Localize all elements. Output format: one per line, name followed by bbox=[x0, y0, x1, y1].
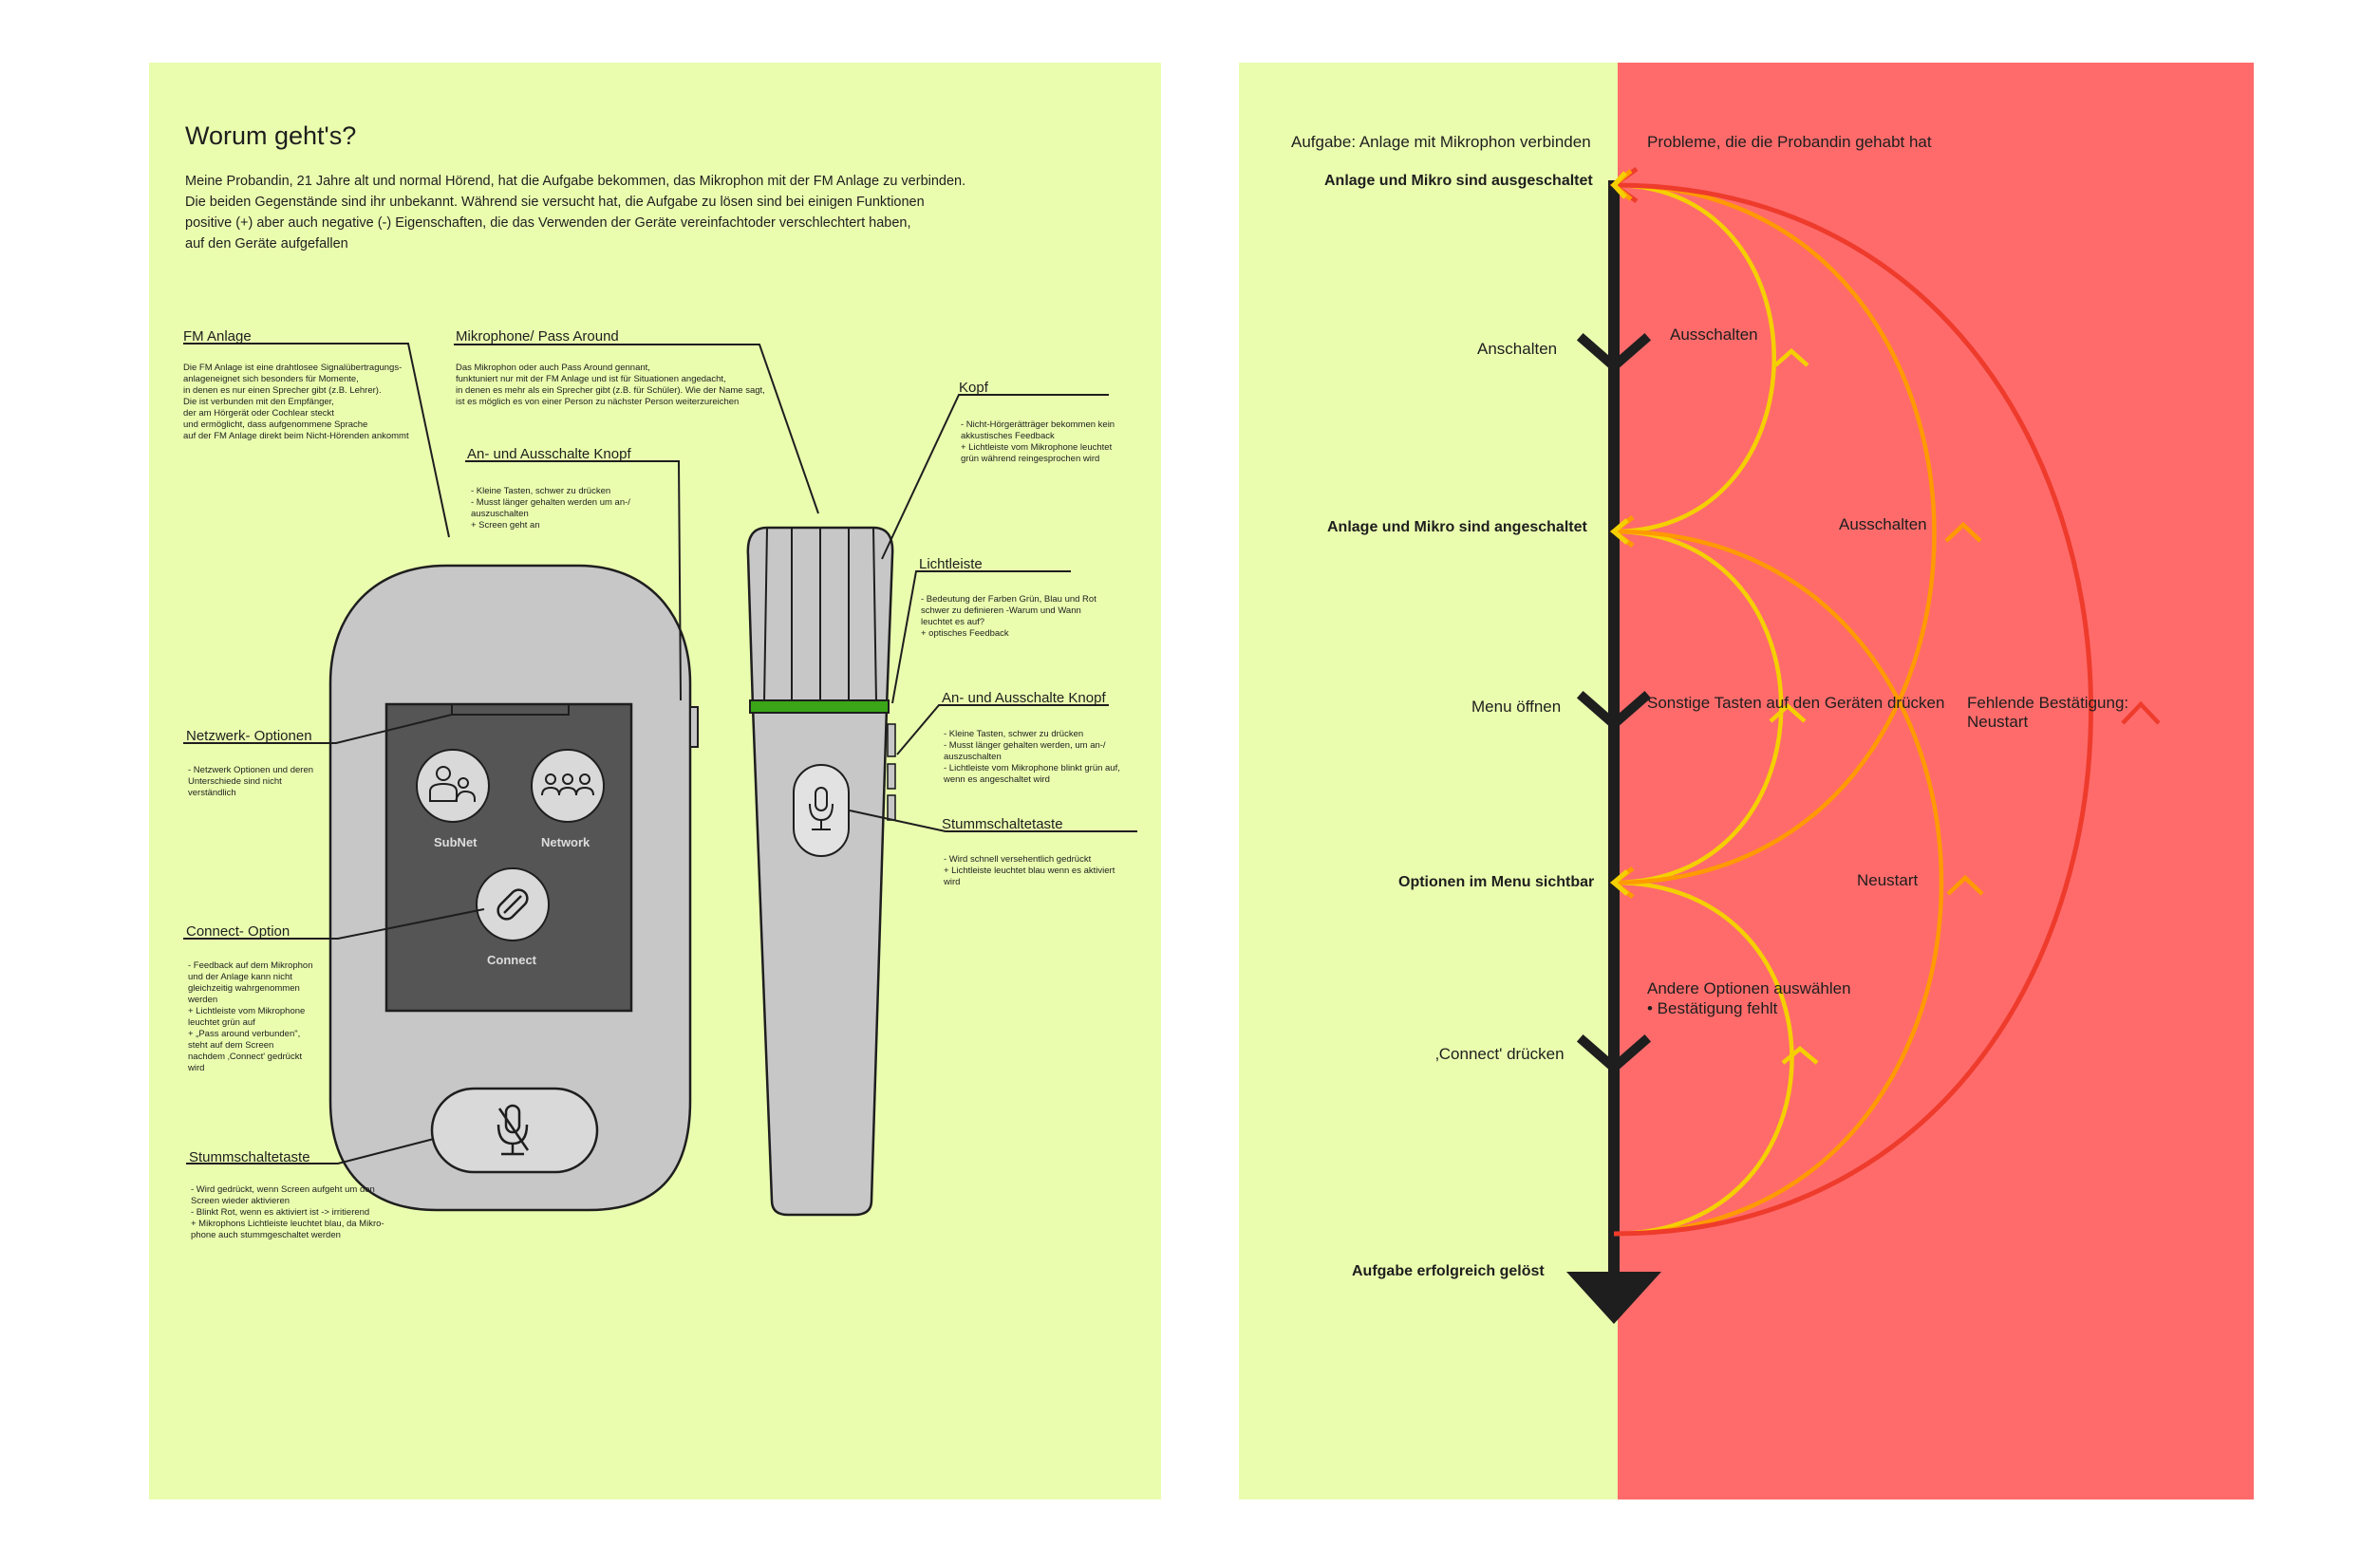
step-start: Anlage und Mikro sind ausgeschaltet bbox=[1324, 173, 1593, 189]
lichtleiste-list: - Bedeutung der Farben Grün, Blau und Ro… bbox=[921, 594, 1096, 639]
fm-anlage-text: Die FM Anlage ist eine drahtlosee Signal… bbox=[183, 363, 409, 441]
step-angeschaltet: Anlage und Mikro sind angeschaltet bbox=[1327, 519, 1587, 535]
problem-ausschalten-2: Ausschalten bbox=[1839, 515, 1927, 533]
problems-panel bbox=[1618, 63, 2254, 1499]
network-icon bbox=[541, 773, 594, 796]
problem-ausschalten-1: Ausschalten bbox=[1670, 326, 1758, 344]
fm-side-button bbox=[689, 706, 699, 748]
fm-anlage-label: FM Anlage bbox=[183, 328, 252, 345]
netzwerk-label: Netzwerk- Optionen bbox=[186, 728, 312, 744]
an-aus-knopf-left-label: An- und Ausschalte Knopf bbox=[467, 446, 631, 462]
mikrophone-label: Mikrophone/ Pass Around bbox=[456, 328, 619, 345]
lichtleiste-label: Lichtleiste bbox=[919, 556, 983, 572]
intro-text: Meine Probandin, 21 Jahre alt und normal… bbox=[185, 174, 966, 251]
problem-sonstige-tasten: Sonstige Tasten auf den Geräten drücken bbox=[1647, 694, 1945, 712]
device-screen bbox=[384, 702, 633, 1013]
mic-head-grille bbox=[763, 528, 877, 703]
stumm-right-label: Stummschaltetaste bbox=[942, 816, 1063, 832]
page-title: Worum geht's? bbox=[185, 121, 357, 150]
step-connect-druecken: ‚Connect' drücken bbox=[1435, 1045, 1565, 1063]
an-aus-knopf-right-label: An- und Ausschalte Knopf bbox=[942, 690, 1106, 706]
problem-andere-optionen: Andere Optionen auswählen • Bestätigung … bbox=[1647, 979, 1851, 1017]
stumm-left-list: - Wird gedrückt, wenn Screen aufgeht um … bbox=[191, 1184, 384, 1240]
problem-neustart: Neustart bbox=[1857, 871, 1919, 889]
connect-screen-label: Connect bbox=[487, 953, 536, 967]
an-aus-knopf-right-list: - Kleine Tasten, schwer zu drücken - Mus… bbox=[944, 729, 1120, 785]
mic-icon bbox=[809, 787, 834, 830]
stumm-left-label: Stummschaltetaste bbox=[189, 1149, 310, 1165]
netzwerk-list: - Netzwerk Optionen und deren Unterschie… bbox=[188, 765, 314, 798]
task-header: Aufgabe: Anlage mit Mikrophon verbinden bbox=[1291, 133, 1591, 151]
mikrophone-text: Das Mikrophon oder auch Pass Around genn… bbox=[456, 363, 765, 407]
stumm-right-list: - Wird schnell versehentlich gedrückt + … bbox=[944, 854, 1115, 887]
step-optionen-sichtbar: Optionen im Menu sichtbar bbox=[1398, 874, 1595, 890]
mic-light-bar bbox=[749, 699, 890, 714]
link-icon bbox=[497, 888, 529, 921]
step-erfolgreich: Aufgabe erfolgreich gelöst bbox=[1352, 1263, 1545, 1279]
problems-header: Probleme, die die Probandin gehabt hat bbox=[1647, 133, 1932, 151]
subnet-label: SubNet bbox=[434, 835, 478, 849]
connect-list: - Feedback auf dem Mikrophon und der Anl… bbox=[188, 960, 313, 1073]
problem-fehlende-bestaetigung: Fehlende Bestätigung: Neustart bbox=[1967, 694, 2129, 731]
mic-off-icon bbox=[497, 1104, 530, 1156]
step-anschalten: Anschalten bbox=[1477, 340, 1558, 358]
task-steps-panel bbox=[1239, 63, 1618, 1499]
an-aus-knopf-left-list: - Kleine Tasten, schwer zu drücken - Mus… bbox=[471, 486, 630, 531]
subnet-icon bbox=[429, 766, 476, 803]
connect-label: Connect- Option bbox=[186, 923, 290, 940]
kopf-list: - Nicht-Hörgerätträger bekommen kein akk… bbox=[961, 419, 1115, 464]
kopf-label: Kopf bbox=[959, 380, 988, 396]
step-menu-oeffnen: Menu öffnen bbox=[1471, 698, 1562, 716]
network-button bbox=[531, 749, 605, 823]
spine-arrowhead bbox=[1566, 1272, 1661, 1324]
network-label: Network bbox=[541, 835, 590, 849]
